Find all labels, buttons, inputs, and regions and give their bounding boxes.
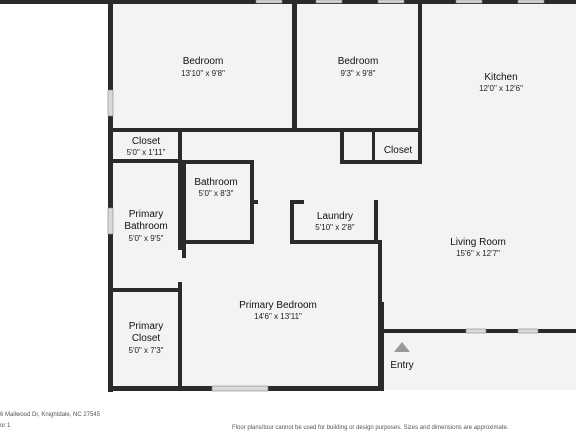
primary-closet-name-line1: Primary <box>129 321 163 332</box>
bathroom-dims: 5'0" x 8'3" <box>199 189 234 198</box>
bedroom-1-name: Bedroom <box>183 56 224 67</box>
laundry-name: Laundry <box>317 211 353 222</box>
bathroom-name: Bathroom <box>194 177 237 188</box>
bedroom-1-dims: 13'10" x 9'8" <box>181 69 225 78</box>
entry-arrow-icon <box>394 342 410 352</box>
laundry-dims: 5'10" x 2'8" <box>315 223 355 232</box>
footer-disclaimer: Floor plans/tour cannot be used for buil… <box>232 425 509 431</box>
primary-bathroom-dims: 5'0" x 9'5" <box>129 234 164 243</box>
closet-1-name: Closet <box>132 136 161 147</box>
footer-floor: or 1 <box>0 423 11 429</box>
living-room-name: Living Room <box>450 237 506 248</box>
living-room-dims: 15'6" x 12'7" <box>456 249 500 258</box>
kitchen-name: Kitchen <box>484 72 517 83</box>
bedroom-2-name: Bedroom <box>338 56 379 67</box>
primary-bedroom-dims: 14'6" x 13'11" <box>254 312 302 321</box>
bedroom-2-dims: 9'3" x 9'8" <box>341 69 376 78</box>
primary-closet-dims: 5'0" x 7'3" <box>129 346 164 355</box>
closet-1-dims: 5'0" x 1'11" <box>127 148 166 157</box>
primary-bathroom-name-line1: Primary <box>129 209 163 220</box>
top-wall <box>0 0 576 4</box>
entry-label: Entry <box>390 360 413 371</box>
closet-2-name: Closet <box>384 145 413 156</box>
kitchen-dims: 12'0" x 12'6" <box>479 84 523 93</box>
footer-address: 6 Mailwood Dr, Knightdale, NC 27545 <box>0 412 101 418</box>
primary-closet-name-line2: Closet <box>132 333 161 344</box>
primary-bathroom-name-line2: Bathroom <box>124 221 167 232</box>
primary-bedroom-name: Primary Bedroom <box>239 300 317 311</box>
windows <box>107 0 545 392</box>
